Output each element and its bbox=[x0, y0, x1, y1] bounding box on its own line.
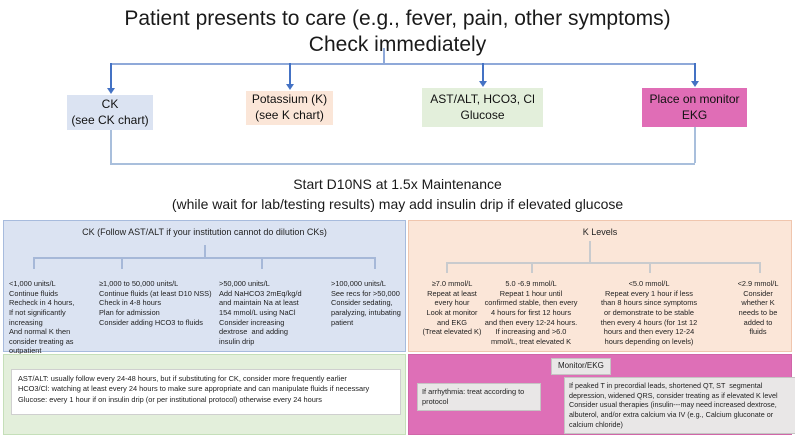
connector-drop-ast bbox=[482, 63, 484, 81]
ck-column-4: >100,000 units/L See recs for >50,000 Co… bbox=[331, 279, 401, 327]
bracket-left-vertical bbox=[110, 130, 112, 163]
k-tree-drop-3 bbox=[649, 262, 651, 273]
bracket-right-vertical bbox=[694, 127, 696, 163]
ast-notes-box: AST/ALT: usually follow every 24-48 hour… bbox=[11, 369, 401, 415]
connector-drop-potassium bbox=[289, 63, 291, 84]
ast-notes-panel: AST/ALT: usually follow every 24-48 hour… bbox=[3, 354, 406, 435]
k-tree-horizontal bbox=[446, 262, 759, 264]
arrow-down-potassium-icon bbox=[286, 84, 294, 90]
node-potassium: Potassium (K) (see K chart) bbox=[246, 91, 333, 125]
ck-panel-header: CK (Follow AST/ALT if your institution c… bbox=[82, 227, 327, 237]
title-line1: Patient presents to care (e.g., fever, p… bbox=[124, 7, 671, 30]
arrow-down-ast-icon bbox=[479, 81, 487, 87]
ck-tree-drop-4 bbox=[374, 257, 376, 269]
monitor-ekg-panel: Monitor/EKG If arrhythmia: treat accordi… bbox=[408, 354, 795, 435]
ck-tree-stub bbox=[204, 245, 206, 257]
node-monitor-ekg: Place on monitor EKG bbox=[642, 88, 747, 127]
ck-panel: CK (Follow AST/ALT if your institution c… bbox=[3, 220, 406, 355]
connector-drop-ck bbox=[110, 63, 112, 88]
ck-column-2: ≥1,000 to 50,000 units/L Continue fluids… bbox=[99, 279, 212, 327]
arrow-down-ck-icon bbox=[107, 88, 115, 94]
arrow-down-ekg-icon bbox=[691, 81, 699, 87]
bracket-horizontal bbox=[110, 163, 695, 165]
k-tree-drop-1 bbox=[446, 262, 448, 273]
ck-column-3: >50,000 units/L Add NaHCO3 2mEq/kg/d and… bbox=[219, 279, 302, 346]
connector-drop-ekg bbox=[694, 63, 696, 81]
k-column-2: 5.0 -6.9 mmol/L Repeat 1 hour until conf… bbox=[484, 279, 578, 346]
ck-tree-drop-1 bbox=[33, 257, 35, 269]
title-line2: Check immediately bbox=[308, 33, 487, 57]
k-levels-panel: K Levels ≥7.0 mmol/L Repeat at least eve… bbox=[408, 220, 792, 352]
arrhythmia-box: If arrhythmia: treat according to protoc… bbox=[417, 383, 541, 411]
node-ast-alt: AST/ALT, HCO3, Cl Glucose bbox=[422, 88, 543, 127]
d10ns-note: Start D10NS at 1.5x Maintenance (while w… bbox=[0, 174, 795, 215]
ck-tree-horizontal bbox=[33, 257, 374, 259]
title-connector-stub bbox=[383, 48, 385, 63]
d10ns-line2: (while wait for lab/testing results) may… bbox=[171, 196, 624, 213]
k-column-3: <5.0 mmol/L Repeat every 1 hour if less … bbox=[600, 279, 698, 346]
k-column-4: <2.9 mmol/L Consider whether K needs to … bbox=[737, 279, 779, 337]
k-tree-stub bbox=[589, 241, 591, 262]
k-panel-header: K Levels bbox=[582, 227, 618, 237]
top-connector-horizontal bbox=[110, 63, 695, 65]
peaked-t-box: If peaked T in precordial leads, shorten… bbox=[564, 377, 795, 434]
k-tree-drop-4 bbox=[759, 262, 761, 273]
ck-tree-drop-2 bbox=[121, 257, 123, 269]
node-ck: CK (see CK chart) bbox=[67, 95, 153, 130]
monitor-panel-header: Monitor/EKG bbox=[551, 358, 611, 375]
d10ns-line1: Start D10NS at 1.5x Maintenance bbox=[293, 176, 502, 192]
page-title: Patient presents to care (e.g., fever, p… bbox=[0, 6, 795, 59]
k-column-1: ≥7.0 mmol/L Repeat at least every hour L… bbox=[422, 279, 482, 337]
k-tree-drop-2 bbox=[531, 262, 533, 273]
ck-column-1: <1,000 units/L Continue fluids Recheck i… bbox=[9, 279, 75, 356]
ck-tree-drop-3 bbox=[261, 257, 263, 269]
